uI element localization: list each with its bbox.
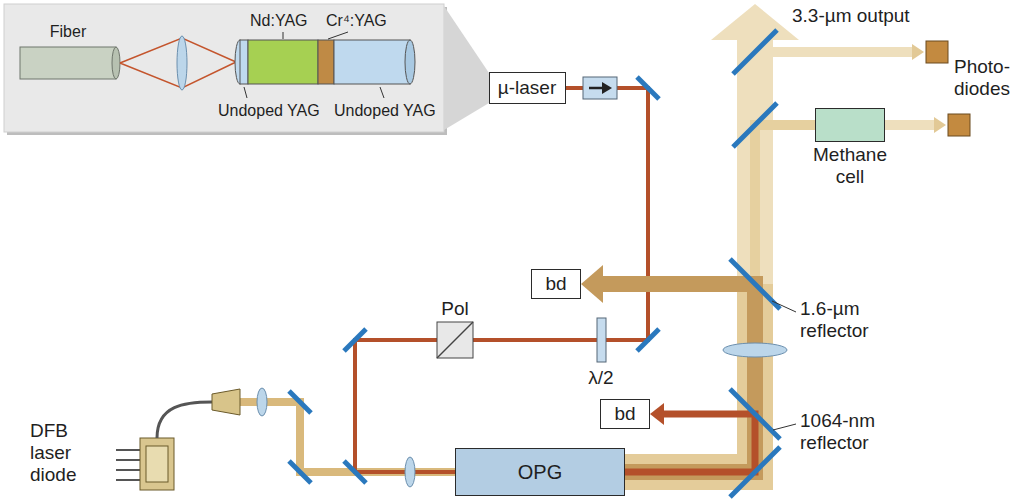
label-text: Pol	[425, 298, 485, 320]
label-text: Cr⁴:YAG	[326, 11, 387, 31]
mirror	[289, 461, 311, 483]
diode-window	[146, 446, 168, 482]
diode-package	[140, 438, 174, 490]
polarizer-diagonal	[437, 322, 473, 358]
diode-fiber	[157, 402, 212, 438]
undoped-cap	[240, 40, 248, 84]
lens-symbol	[177, 36, 187, 90]
beam-dump: bd	[531, 269, 581, 299]
beam-splitter	[733, 103, 777, 147]
inset-panel	[4, 4, 444, 132]
node-label: µ-laser	[498, 77, 556, 99]
label-text: Undoped YAG	[334, 101, 436, 121]
arrowhead	[581, 265, 603, 303]
output-arrowhead	[711, 4, 799, 40]
waveplate-symbol	[597, 318, 606, 362]
leader-line	[244, 32, 384, 98]
beam-dump: bd	[600, 399, 650, 429]
mirror	[637, 77, 659, 99]
isolator-symbol	[583, 77, 617, 99]
mirror	[344, 461, 366, 483]
zoom-wedge	[444, 6, 489, 130]
label-text: λ/2	[571, 367, 631, 389]
label-text: Photo- diodes	[954, 56, 1016, 100]
sample-beam	[773, 47, 912, 57]
lens-symbol	[405, 457, 415, 487]
mirror	[730, 447, 780, 497]
beam-path	[603, 284, 755, 472]
label-text: 1.6-µm reflector	[800, 298, 895, 342]
lens-symbol	[723, 343, 787, 357]
mirror	[637, 329, 659, 351]
mixed-beam	[625, 284, 755, 472]
beam-arrowhead	[912, 44, 924, 60]
beam-path	[625, 125, 815, 472]
saturable-absorber	[318, 40, 334, 84]
label-text: DFB laser diode	[30, 420, 92, 486]
node-label: bd	[545, 273, 566, 295]
node-label: Methane cell	[805, 144, 895, 188]
fiber-symbol	[20, 47, 116, 79]
crystal-end	[405, 40, 415, 84]
mirror	[289, 391, 311, 413]
beam-splitter	[733, 30, 777, 74]
undoped-section	[334, 40, 410, 84]
mirror-set	[289, 30, 780, 497]
label-text: Undoped YAG	[218, 101, 320, 121]
laser-box: µ-laser	[489, 72, 566, 104]
gain-crystal	[248, 40, 318, 84]
sample-beam	[885, 120, 934, 130]
mirror	[730, 389, 780, 439]
photodiode-symbol	[926, 41, 948, 63]
diode-pins	[116, 450, 140, 480]
node-label: OPG	[518, 461, 562, 484]
label-text: Nd:YAG	[250, 11, 308, 31]
fiber-end	[112, 47, 120, 79]
isolator-arrowhead	[602, 82, 612, 94]
isolator-arrow	[589, 87, 603, 90]
collimator-symbol	[212, 389, 240, 415]
label-text: Fiber	[38, 22, 98, 42]
arrowhead	[650, 403, 664, 425]
label-text: 3.3-µm output	[792, 5, 910, 27]
mirror	[344, 329, 366, 351]
polarizer-cube	[437, 322, 473, 358]
label-text: 1064-nm reflector	[800, 410, 895, 454]
gas-cell: Methane cell	[815, 108, 885, 142]
node-label: bd	[614, 403, 635, 425]
beam-arrowhead	[934, 117, 946, 133]
leader-line	[772, 301, 796, 430]
process-box: OPG	[455, 448, 625, 496]
photodiode-symbol	[948, 114, 970, 136]
lens-symbol	[257, 388, 267, 416]
